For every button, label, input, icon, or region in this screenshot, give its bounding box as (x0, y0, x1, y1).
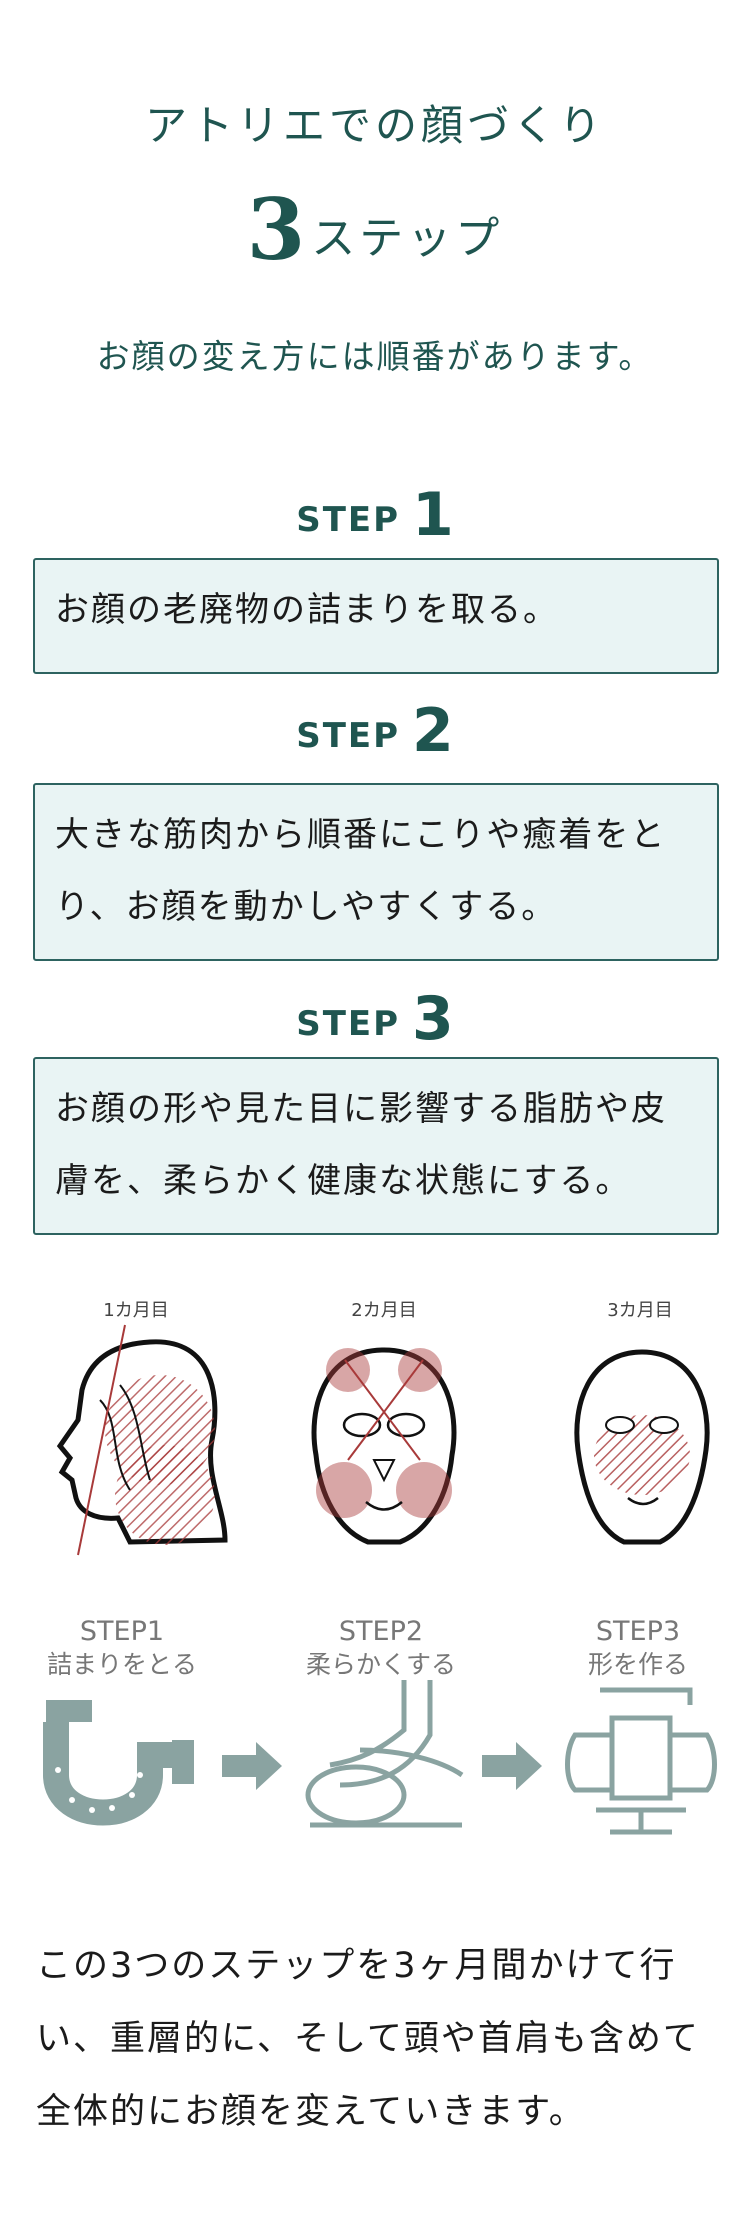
step-3-box: お顔の形や見た目に影響する脂肪や皮膚を、柔らかく健康な状態にする。 (33, 1057, 719, 1235)
month-3-label: 3カ月目 (607, 1300, 672, 1321)
title-word: ステップ (311, 213, 504, 264)
month-2-label: 2カ月目 (351, 1300, 416, 1321)
phase-3-step: STEP3 (596, 1616, 680, 1647)
step-2-box: 大きな筋肉から順番にこりや癒着をとり、お顔を動かしやすくする。 (33, 783, 719, 961)
phase-2-caption: 柔らかくする (306, 1650, 456, 1679)
step-3-label: STEP (296, 1004, 401, 1044)
step-1-label: STEP (296, 500, 401, 540)
phase-3-caption: 形を作る (588, 1650, 688, 1679)
massage-hand-icon (305, 1680, 464, 1828)
month-1-label: 1カ月目 (103, 1300, 168, 1321)
step-1-box: お顔の老廃物の詰まりを取る。 (33, 558, 719, 674)
step-3-heading: STEP 3 (0, 984, 750, 1054)
step-1-heading: STEP 1 (0, 480, 750, 550)
step-2-heading: STEP 2 (0, 696, 750, 766)
lead-text: お顔の変え方には順番があります。 (96, 337, 654, 376)
head-profile-icon (56, 1324, 228, 1556)
sculpting-hands-icon (565, 1687, 717, 1835)
step-1-number: 1 (412, 480, 454, 550)
phase-2-step: STEP2 (339, 1616, 423, 1647)
head-front-icon (311, 1347, 457, 1545)
arrow-right-icon (482, 1742, 542, 1790)
title-line1: アトリエでの顔づくり (144, 101, 605, 150)
arrow-right-icon (222, 1742, 282, 1790)
step-2-number: 2 (412, 696, 454, 766)
head-front-muscle-icon (574, 1349, 710, 1545)
closing-text: この3つのステップを3ヶ月間かけて行い、重層的に、そして頭や首肩も含めて全体的に… (36, 1946, 700, 2132)
phase-1-caption: 詰まりをとる (47, 1650, 197, 1679)
title-number: 3 (246, 180, 306, 279)
step-3-number: 3 (412, 984, 454, 1054)
three-step-illustration: 1カ月目 2カ月目 3カ月目 (43, 1300, 717, 1835)
phase-1-step: STEP1 (80, 1616, 164, 1647)
step-2-label: STEP (296, 716, 401, 756)
clogged-pipe-icon (43, 1700, 194, 1826)
